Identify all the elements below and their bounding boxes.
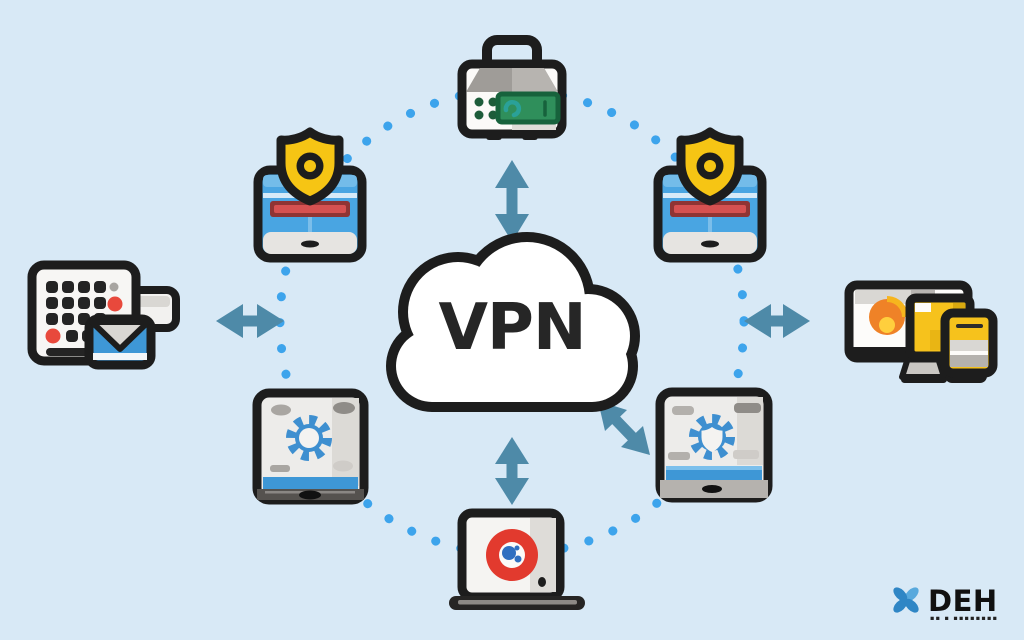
keypad-mail-device <box>27 260 180 370</box>
workstation-monitors <box>844 280 998 383</box>
home-button <box>702 485 722 493</box>
home-button <box>299 490 321 500</box>
router-screen-swirl <box>503 99 522 118</box>
logo-text: DEH <box>928 584 998 618</box>
tablet-settings-right <box>655 387 773 503</box>
vpn-label: VPN <box>439 291 586 365</box>
brand-logo: DEH ▪▪ ▪ ▪▪▪▪▪▪▪▪ <box>893 584 998 622</box>
progress-bar <box>263 477 358 490</box>
pinwheel-icon <box>893 587 919 613</box>
arrow-cloud-to-laptop <box>495 437 529 505</box>
gear-icon <box>286 415 332 461</box>
gear-shield-icon <box>689 414 735 460</box>
arrow-cloud-to-router <box>495 160 529 242</box>
logo-tagline: ▪▪ ▪ ▪▪▪▪▪▪▪▪ <box>930 614 998 622</box>
arrow-cloud-to-workstation <box>744 304 810 338</box>
envelope-icon <box>84 314 156 370</box>
tablet-settings-left <box>252 388 369 505</box>
red-key <box>45 328 61 344</box>
arrow-cloud-to-keypad <box>216 304 284 338</box>
small-display <box>940 308 998 383</box>
vpn-cloud: VPN <box>386 232 640 412</box>
security-badge-icon <box>486 529 538 581</box>
laptop-security <box>449 508 585 610</box>
router-device <box>457 35 567 140</box>
red-key <box>107 296 123 312</box>
